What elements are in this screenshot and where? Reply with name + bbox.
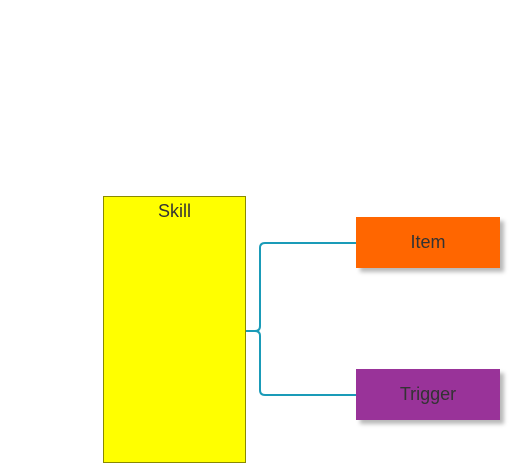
item-node[interactable]: Item	[356, 217, 500, 268]
trigger-label: Trigger	[399, 384, 457, 404]
bracket-path	[246, 242, 356, 396]
item-label: Item	[410, 232, 446, 252]
skill-label: Skill	[157, 201, 191, 221]
trigger-node[interactable]: Trigger	[356, 369, 500, 420]
skill-node[interactable]: Skill	[103, 196, 246, 463]
